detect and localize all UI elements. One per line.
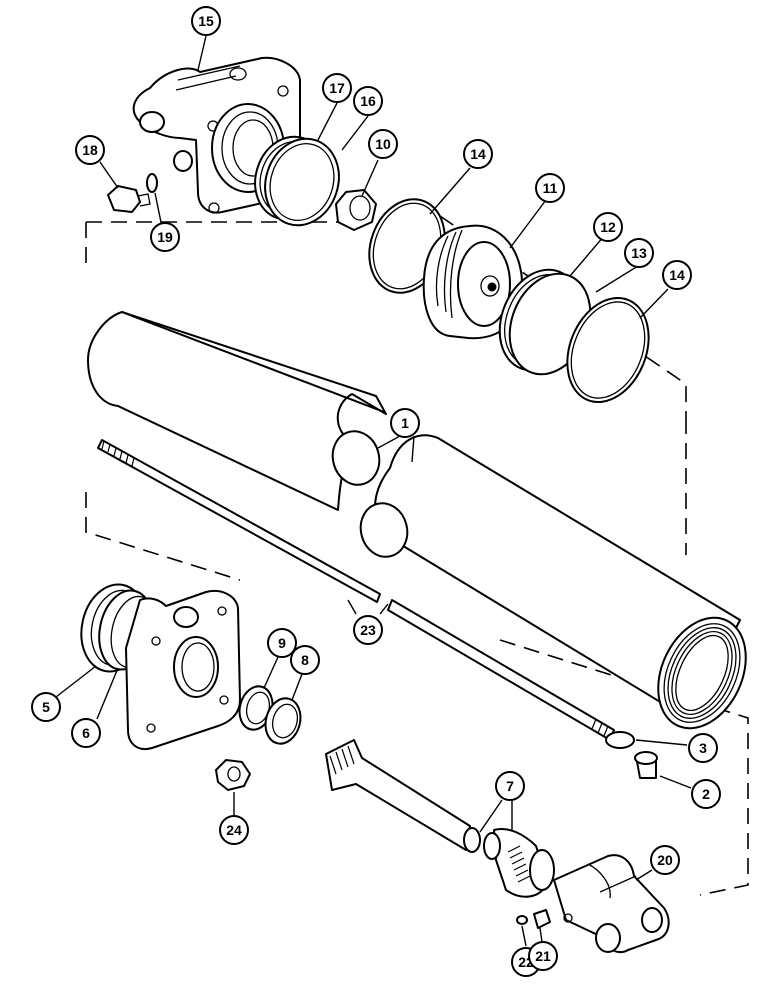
callout-7-label: 7: [506, 778, 514, 794]
callout-10: 10: [368, 129, 398, 159]
grease-fitting-21: [533, 909, 551, 929]
seal-ring-14-lower: [566, 296, 650, 404]
cylinder-tube-1: [87, 311, 747, 730]
callout-13: 13: [624, 238, 654, 268]
callout-20-label: 20: [657, 852, 673, 868]
callout-2: 2: [691, 779, 721, 809]
callout-21: 21: [528, 941, 558, 971]
leader-lines: [55, 35, 692, 947]
callout-23-label: 23: [360, 622, 376, 638]
callout-3: 3: [688, 733, 718, 763]
callout-20: 20: [650, 845, 680, 875]
callout-10-label: 10: [375, 136, 391, 152]
callout-17-label: 17: [329, 80, 345, 96]
callout-24: 24: [219, 815, 249, 845]
callout-24-label: 24: [226, 822, 242, 838]
rod-seal-8: [264, 697, 302, 745]
callout-23: 23: [353, 615, 383, 645]
plug-18: [107, 185, 151, 213]
callout-21-label: 21: [535, 948, 551, 964]
callout-15: 15: [191, 6, 221, 36]
callout-16: 16: [353, 86, 383, 116]
o-ring-19: [146, 173, 158, 193]
callout-7: 7: [495, 771, 525, 801]
plug-2: [634, 751, 658, 779]
callout-9-label: 9: [278, 635, 286, 651]
cap-22: [516, 915, 528, 925]
callout-1: 1: [390, 408, 420, 438]
callout-8: 8: [290, 645, 320, 675]
callout-5-label: 5: [42, 699, 50, 715]
callout-19: 19: [150, 222, 180, 252]
callout-12-label: 12: [600, 219, 616, 235]
callout-18-label: 18: [82, 142, 98, 158]
callout-3-label: 3: [699, 740, 707, 756]
callout-13-label: 13: [631, 245, 647, 261]
callout-14-upper-label: 14: [470, 146, 486, 162]
callout-9: 9: [267, 628, 297, 658]
clevis-20: [553, 854, 670, 954]
callout-11: 11: [535, 173, 565, 203]
callout-1-label: 1: [401, 415, 409, 431]
callout-6: 6: [71, 718, 101, 748]
nut-10: [335, 189, 377, 231]
piston-11: [422, 224, 524, 340]
nut-24: [215, 759, 251, 791]
callout-17: 17: [322, 73, 352, 103]
callout-6-label: 6: [82, 725, 90, 741]
callout-14-lower: 14: [662, 260, 692, 290]
head-gland: [80, 583, 241, 750]
callout-14-upper: 14: [463, 139, 493, 169]
callout-18: 18: [75, 135, 105, 165]
callout-5: 5: [31, 692, 61, 722]
callout-11-label: 11: [543, 180, 558, 196]
callout-15-label: 15: [198, 13, 214, 29]
callout-16-label: 16: [360, 93, 376, 109]
backup-ring-16: [264, 137, 340, 227]
piston-rod-7: [325, 739, 555, 898]
callout-19-label: 19: [157, 229, 173, 245]
callout-12: 12: [593, 212, 623, 242]
o-ring-3: [605, 731, 635, 749]
callout-14-lower-label: 14: [669, 267, 685, 283]
callout-8-label: 8: [301, 652, 309, 668]
callout-2-label: 2: [702, 786, 710, 802]
